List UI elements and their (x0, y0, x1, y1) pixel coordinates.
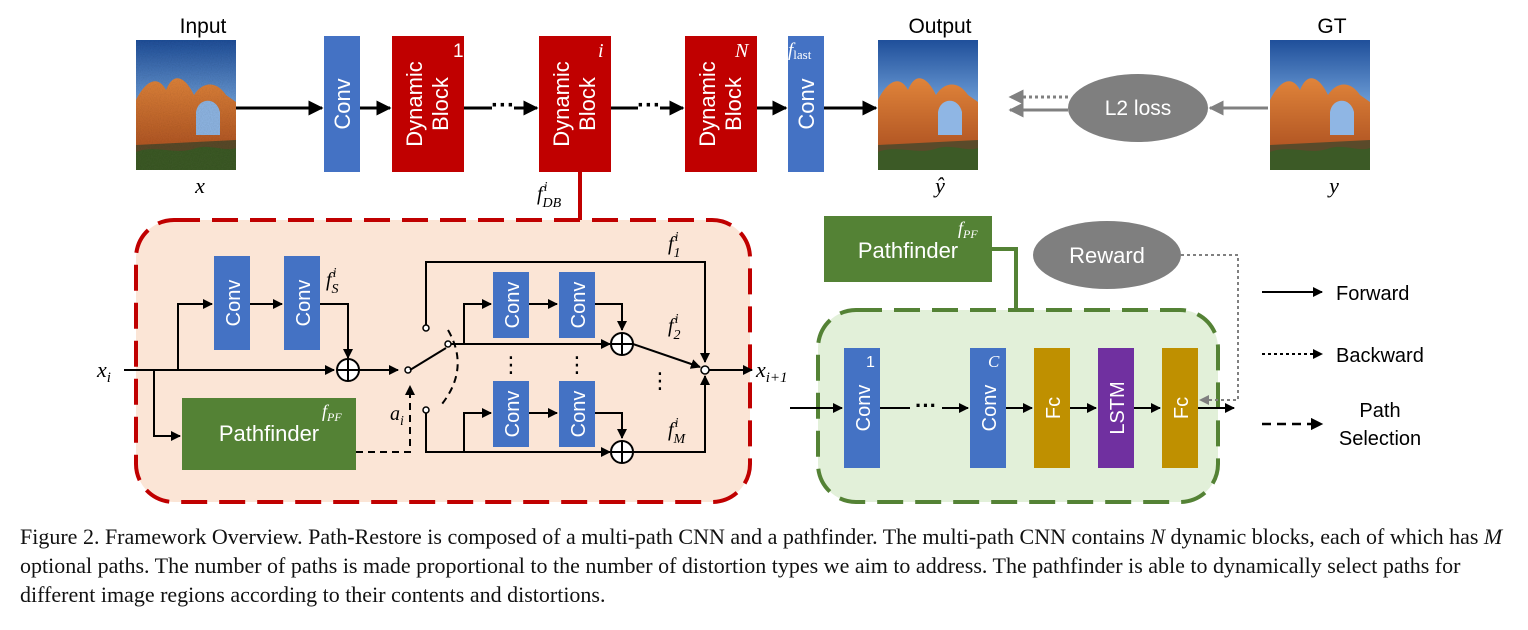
reward-node (1033, 221, 1181, 289)
legend-backward-label: Backward (1336, 345, 1424, 367)
dbn-dynamic-label: Dynamic (695, 61, 720, 147)
x-label: x (194, 173, 205, 198)
path-2-conv-2 (559, 272, 595, 338)
line-xi-to-pathfinder (153, 370, 181, 441)
vdots-conv-2: ⋮ (566, 352, 588, 377)
legend-path-label: Path (1359, 400, 1400, 422)
pf-lstm (1098, 348, 1134, 468)
pf-conv-1 (844, 348, 880, 468)
shared-conv-1-label: Conv (223, 280, 245, 327)
db1-index: 1 (453, 41, 464, 62)
line-xi-to-shared-conv (177, 299, 213, 370)
legend-forward-label: Forward (1336, 283, 1409, 305)
merge-node (700, 365, 710, 375)
path-2-branch (463, 299, 492, 344)
conv-block-first (324, 36, 360, 172)
pathfinder-outer (824, 216, 992, 282)
dots-db1-dbi: ··· (491, 92, 515, 119)
figure-caption: Figure 2. Framework Overview. Path-Resto… (20, 522, 1510, 609)
shared-conv-2-label: Conv (293, 280, 315, 327)
path-m-main (425, 413, 611, 457)
conv-block-last (788, 36, 824, 172)
pf-conv-c-index: C (988, 352, 1000, 371)
pf-fc-2 (1162, 348, 1198, 468)
pf-fc-2-label: Fc (1171, 397, 1193, 419)
framework-diagram: Input x Conv Dynamic Block 1 ··· Dynamic… (96, 15, 1424, 504)
pf-conv-c-label: Conv (979, 385, 1001, 432)
db1-dynamic-label: Dynamic (402, 61, 427, 147)
path-m-conv-1-label: Conv (502, 391, 524, 438)
path-1-line (425, 261, 710, 363)
dynamic-block-n (685, 36, 757, 172)
caption-n: N (1150, 524, 1166, 549)
arrow-to-sum-shared (320, 303, 353, 359)
conv-last-label: Conv (794, 78, 819, 129)
dbi-dynamic-label: Dynamic (549, 61, 574, 147)
a-i-label: ai (390, 403, 404, 429)
path-2-conv-1-label: Conv (502, 282, 524, 329)
l2-loss-label: L2 loss (1105, 97, 1172, 120)
dots-dbi-dbn: ··· (637, 92, 661, 119)
switch-arc (441, 329, 459, 405)
y-label: y (1327, 173, 1339, 198)
reward-label: Reward (1069, 243, 1145, 268)
switch-arm (409, 347, 447, 371)
output-image (878, 40, 978, 170)
pf-fc-1-label: Fc (1043, 397, 1065, 419)
gt-label: GT (1317, 15, 1346, 38)
pathfinder-outer-label: Pathfinder (858, 238, 958, 263)
pf-fc-1 (1034, 348, 1070, 468)
f-last-label: flast (788, 40, 812, 62)
dbn-block-label: Block (721, 76, 746, 131)
dynamic-block-1 (392, 36, 464, 172)
dbi-block-label: Block (575, 76, 600, 131)
caption-part-3: optional paths. The number of paths is m… (20, 553, 1461, 607)
pf-conv-c (970, 348, 1006, 468)
path-selection-line (356, 385, 415, 453)
f-pf-inner-label: fPF (322, 401, 342, 424)
connector-pathfinder-detail (992, 247, 1018, 310)
l2-loss-node (1068, 74, 1208, 142)
path-2-out (632, 343, 701, 369)
shared-conv-1 (214, 256, 250, 350)
legend-selection-label: Selection (1339, 428, 1421, 450)
path-m-out (633, 375, 710, 453)
pf-conv-1-index: 1 (866, 354, 875, 371)
dynamic-block-i (539, 36, 611, 172)
pathfinder-inner-label: Pathfinder (219, 421, 319, 446)
vdots-outputs: ⋮ (649, 368, 671, 393)
conv-first-label: Conv (330, 78, 355, 129)
x-i-label: xi (96, 357, 111, 386)
shared-conv-2 (284, 256, 320, 350)
caption-part-1: Figure 2. Framework Overview. Path-Resto… (20, 524, 1151, 549)
input-label: Input (180, 15, 227, 38)
dots-pf-conv: ··· (915, 393, 937, 418)
vdots-conv-1: ⋮ (500, 352, 522, 377)
input-image (136, 40, 236, 170)
path-m-conv-1 (493, 381, 529, 447)
path-m-branch (463, 408, 492, 452)
output-label: Output (908, 15, 971, 38)
pathfinder-inner (182, 398, 356, 470)
path-2-conv-1 (493, 272, 529, 338)
pf-lstm-label: LSTM (1107, 381, 1129, 434)
caption-part-2: dynamic blocks, each of which has (1165, 524, 1484, 549)
pf-conv-1-label: Conv (853, 385, 875, 432)
caption-m: M (1483, 524, 1503, 549)
y-hat-label: ŷ (933, 173, 945, 198)
dbn-index: N (734, 40, 750, 62)
dbi-index: i (598, 40, 604, 62)
gt-image (1270, 40, 1370, 170)
path-m-conv-2 (559, 381, 595, 447)
f-pf-outer-label: fPF (958, 218, 978, 241)
x-i1-label: xi+1 (755, 357, 788, 386)
db1-block-label: Block (428, 76, 453, 131)
path-m-conv-2-label: Conv (568, 391, 590, 438)
path-2-conv-2-label: Conv (568, 282, 590, 329)
